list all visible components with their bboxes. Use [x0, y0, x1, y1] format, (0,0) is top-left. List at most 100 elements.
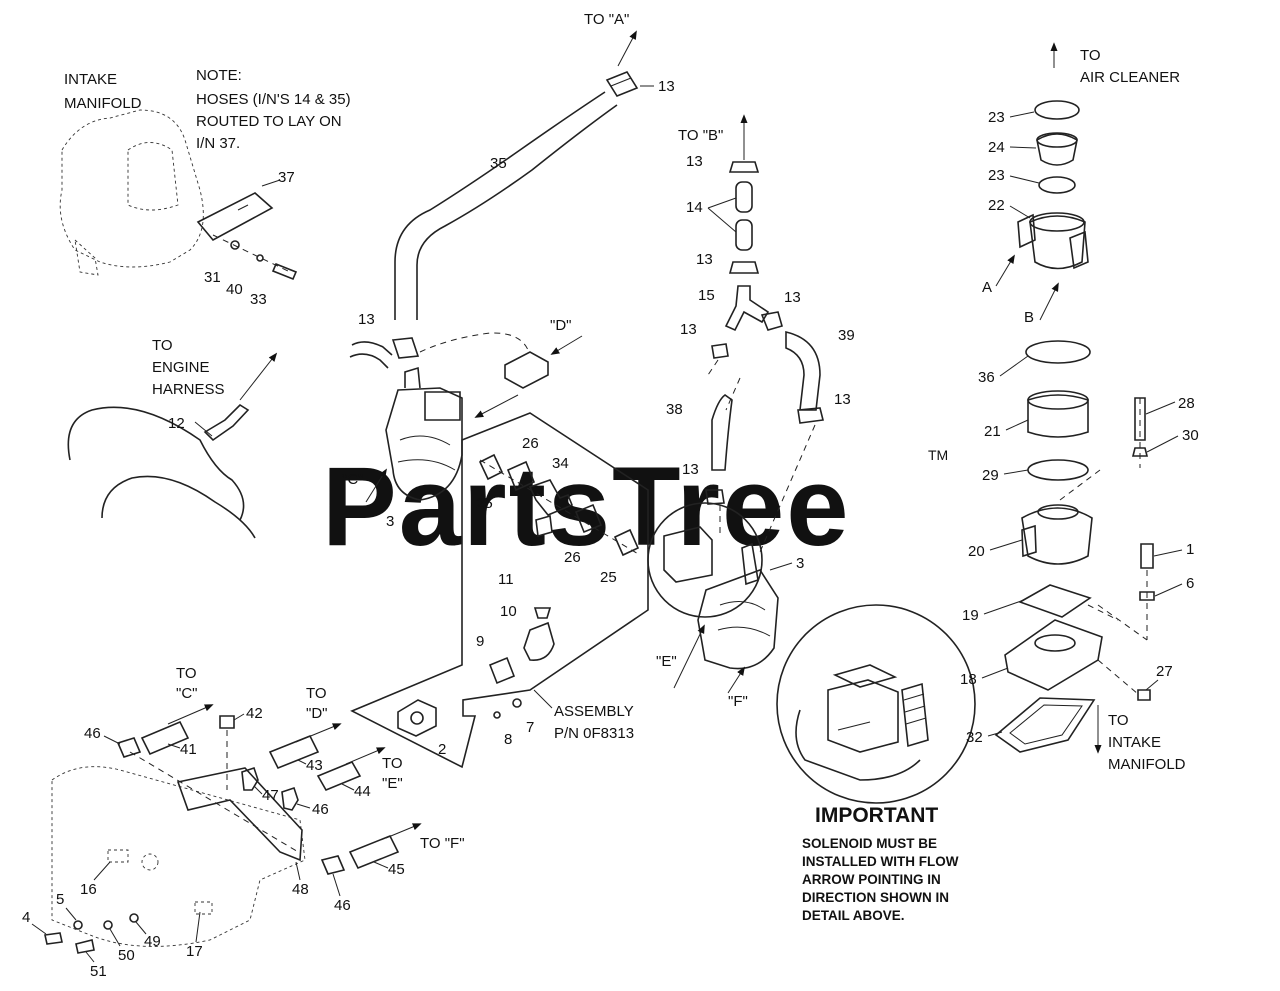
- gasket-32-inner: [1009, 704, 1083, 745]
- callout-40: 40: [226, 281, 243, 298]
- callout-21: 21: [984, 423, 1001, 440]
- callout-22: 22: [988, 197, 1005, 214]
- fitting-10-cap: [533, 607, 552, 619]
- arrow-e-port: [673, 624, 705, 689]
- leader-1: [1153, 549, 1183, 557]
- adapter-24-rim: [1036, 132, 1078, 148]
- washer-8: [493, 711, 501, 719]
- callout-23-b: 23: [988, 167, 1005, 184]
- leader-22: [1009, 205, 1031, 219]
- mixer-20: [1021, 507, 1093, 565]
- callout-38: 38: [666, 401, 683, 418]
- callout-46-b: 46: [312, 801, 329, 818]
- note-to-intake-3: MANIFOLD: [1108, 756, 1186, 773]
- callout-25-a: 25: [476, 495, 493, 512]
- regulator-3-right-fitting: [741, 542, 759, 586]
- callout-7: 7: [526, 719, 534, 736]
- arrow-d-port: [550, 335, 583, 355]
- engine-block-slot: [107, 849, 129, 863]
- hose-38: [711, 394, 733, 471]
- engine-block-slot-b: [194, 901, 213, 915]
- elbow-46-mid: [281, 786, 299, 811]
- fitting-26-b: [574, 503, 603, 534]
- leader-47: [253, 785, 263, 795]
- solenoid-detail-base: [795, 709, 921, 781]
- leader-42: [233, 713, 245, 721]
- important-line-4: DIRECTION SHOWN IN: [802, 890, 949, 905]
- arrow-to-f: [385, 823, 422, 839]
- note-intake-manifold-2: MANIFOLD: [64, 95, 142, 112]
- solenoid-detail: [776, 604, 976, 804]
- bracket-37: [196, 192, 274, 242]
- leader-45: [373, 861, 389, 869]
- important-note: IMPORTANT SOLENOID MUST BE INSTALLED WIT…: [802, 804, 959, 923]
- port-a-label: A: [982, 279, 992, 296]
- clamp-13-b4: [711, 343, 729, 359]
- callout-16: 16: [80, 881, 97, 898]
- adapter-24: [1036, 133, 1078, 166]
- arrow-to-e: [345, 747, 386, 765]
- hose-35-group: [394, 30, 654, 320]
- callout-15: 15: [698, 287, 715, 304]
- leader-37: [261, 179, 281, 187]
- callout-26-b: 26: [564, 549, 581, 566]
- callout-26-a: 26: [522, 435, 539, 452]
- assembly-label-2: P/N 0F8313: [554, 725, 634, 742]
- port-b-label: B: [1024, 309, 1034, 326]
- callout-42: 42: [246, 705, 263, 722]
- leader-51: [85, 951, 95, 963]
- intake-manifold-group: [59, 109, 298, 281]
- regulator-3-left-boss: [424, 391, 461, 421]
- important-line-5: DETAIL ABOVE.: [802, 908, 905, 923]
- assembly-outline: [350, 412, 649, 769]
- screw-33: [271, 262, 298, 281]
- hose-38-dashed-lower: [725, 377, 741, 411]
- note-to-c-1: TO: [176, 665, 197, 682]
- regulator-3-left-top: [404, 366, 421, 389]
- nut-7: [512, 698, 522, 708]
- leader-27: [1145, 679, 1159, 691]
- clamp-13-b2: [728, 261, 760, 274]
- solenoid-detail-small: [663, 526, 713, 583]
- callout-31: 31: [204, 269, 221, 286]
- mixer-20-port: [1021, 524, 1037, 558]
- clamp-13-left: [391, 337, 420, 359]
- callout-41: 41: [180, 741, 197, 758]
- solenoid-detail-body: [827, 679, 899, 753]
- leader-46-b: [296, 803, 311, 809]
- tee-22-rim: [1029, 212, 1085, 232]
- nut-30: [1131, 447, 1149, 457]
- bolt-28: [1134, 397, 1146, 441]
- leader-30: [1146, 435, 1179, 453]
- note-engine-harness-3: HARNESS: [152, 381, 225, 398]
- callout-47: 47: [262, 787, 279, 804]
- callout-12: 12: [168, 415, 185, 432]
- callout-2: 2: [438, 741, 446, 758]
- clamp-13-top: [605, 71, 639, 97]
- callout-43: 43: [306, 757, 323, 774]
- callout-34: 34: [552, 455, 569, 472]
- hose-44: [316, 760, 362, 792]
- callout-39: 39: [838, 327, 855, 344]
- callout-13-b4: 13: [680, 321, 697, 338]
- callout-13-b6: 13: [682, 461, 699, 478]
- important-title: IMPORTANT: [815, 804, 938, 827]
- detail-circle-large: [776, 604, 976, 804]
- oring-23-lower: [1038, 176, 1076, 194]
- solenoid-detail-barb-rings: [903, 693, 927, 725]
- hose-35-inner: [416, 104, 618, 320]
- callout-13-b3: 13: [784, 289, 801, 306]
- callout-28: 28: [1178, 395, 1195, 412]
- callout-44: 44: [354, 783, 371, 800]
- harness-12-plug: [203, 403, 250, 442]
- callout-13-left: 13: [358, 311, 375, 328]
- callout-37: 37: [278, 169, 295, 186]
- solenoid-detail-flow: [837, 721, 871, 731]
- clamp-13-b3: [760, 311, 783, 331]
- port-f-label: "F": [728, 693, 748, 710]
- bolt-1: [1140, 543, 1154, 569]
- important-line-3: ARROW POINTING IN: [802, 872, 941, 887]
- leader-24: [1009, 146, 1037, 149]
- leader-19: [983, 599, 1025, 615]
